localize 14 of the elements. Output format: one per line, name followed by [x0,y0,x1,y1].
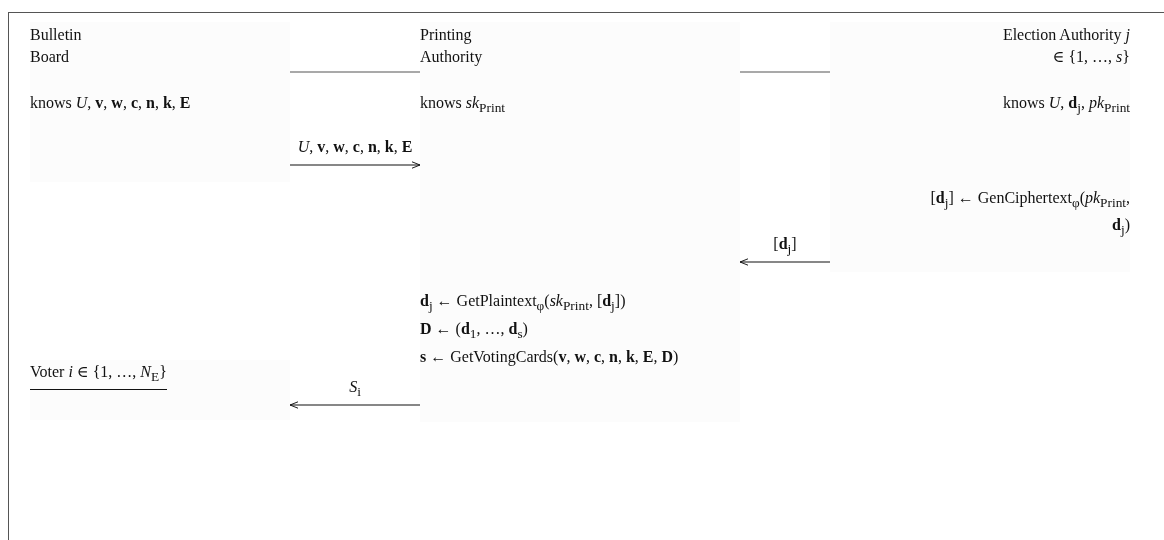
message-arrow [289,401,421,409]
knowledge-text: knows sk$_{Print}$ [420,93,506,118]
computation-text: [d$_{j}$] ← GenCiphertext$_{φ}$(pk$_{Print}$, d$_{j}$) [929,188,1130,240]
party-heading: Printing Authority [420,25,484,68]
computation-text: d$_{j}$ ← GetPlaintext$_{φ}$(sk$_{Print}$, [d$_{j}$]) [420,291,626,316]
party-heading: Election Authority j ∈ {1, …, s} [1001,25,1130,67]
party-heading: Voter i ∈ {1, …, N$_{E}$} [30,360,167,391]
computation-text: D ← (d$_{1}$, …, d$_{s}$) [420,319,528,344]
knowledge-text: knows U, d$_{j}$, pk$_{Print}$ [1003,93,1130,118]
knowledge-text: knows U, v, w, c, n, k, E [30,93,191,113]
computation-text: s ← GetVotingCards(v, w, c, n, k, E, D) [420,347,679,368]
message-arrow [289,161,421,169]
message-arrow [739,258,831,266]
party-heading: Bulletin Board [30,25,83,67]
